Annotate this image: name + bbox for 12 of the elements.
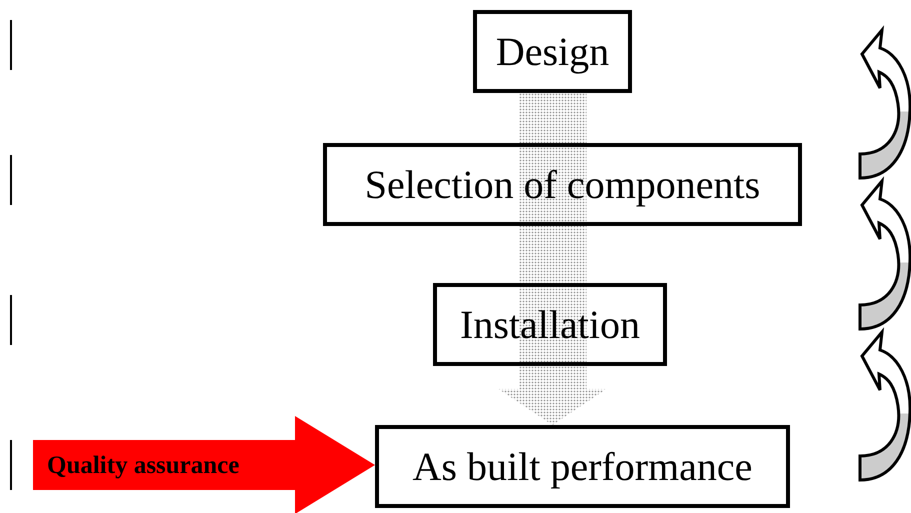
box-label: Installation: [460, 304, 640, 344]
block-arrow: [498, 93, 606, 425]
box-label: Selection of components: [364, 164, 760, 204]
process-box: [473, 10, 632, 93]
process-box: [433, 283, 667, 366]
box-label: Design: [496, 32, 610, 72]
box-label: As built performance: [412, 446, 752, 486]
process-box: [375, 425, 790, 508]
block-arrow: [290, 416, 375, 513]
arrow-label: Quality assurance: [47, 452, 240, 478]
arrow-body: [33, 440, 290, 490]
process-box: [323, 143, 802, 226]
